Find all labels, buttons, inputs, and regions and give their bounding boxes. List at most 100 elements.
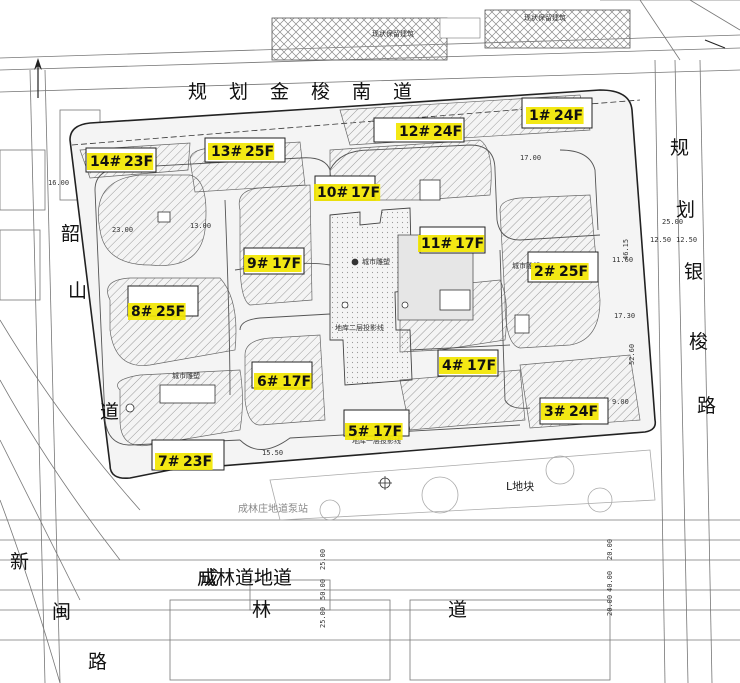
road-char: 道 (100, 401, 119, 423)
building-label-bg (244, 255, 302, 272)
plan-notes: 现状保留建筑 现状保留建筑 地库二层投影线 地库一层投影线 城市雕塑 城市雕塑 … (172, 13, 566, 445)
dim-13: 11.60 (612, 256, 633, 264)
road-labels: 规划金梭南道 成林道地道 (188, 81, 434, 589)
central-plaza (329, 207, 413, 386)
building-label-bg (439, 357, 497, 374)
building-label-13: 13#25F (208, 143, 275, 160)
building-number: 11# (421, 236, 452, 252)
road-char: 山 (68, 280, 87, 302)
building-number: 1# (529, 108, 550, 124)
building-number: 5# (348, 424, 369, 440)
building-label-10: 10#17F (314, 184, 381, 201)
building-floors: 25F (559, 264, 588, 280)
existing-building-2 (484, 9, 631, 49)
road-char: 韶 (61, 223, 80, 245)
existing-building-1 (271, 17, 448, 61)
road-char: 路 (88, 651, 107, 673)
note-garage-b2: 地库二层投影线 (335, 323, 384, 332)
building-floors: 17F (373, 424, 402, 440)
building-label-14: 14#23F (87, 153, 154, 170)
building-label-bg (531, 263, 589, 280)
building-number: 3# (544, 404, 565, 420)
road-char: 闽 (52, 601, 71, 623)
building-number: 13# (211, 144, 242, 160)
building-number: 8# (131, 304, 152, 320)
road-char: 新 (10, 551, 29, 573)
building-number: 7# (158, 454, 179, 470)
note-city-sculpture-2: 城市雕塑 (172, 371, 200, 380)
building-floors: 17F (467, 358, 496, 374)
dim-18: 17.00 (520, 154, 541, 162)
road-southwest-label: 新闽路 (10, 551, 107, 673)
building-floors: 24F (433, 124, 462, 140)
building-label-12: 12#24F (396, 123, 463, 140)
building-floors: 17F (272, 256, 301, 272)
building-number: 4# (442, 358, 463, 374)
building-label-bg (87, 153, 154, 170)
note-garage-b1: 地库一层投影线 (352, 436, 401, 445)
dim-14: 16.00 (48, 179, 69, 187)
building-floors: 25F (156, 304, 185, 320)
road-char: 梭 (689, 331, 708, 353)
dim-12: 52.60 (628, 344, 636, 365)
building-floors: 23F (183, 454, 212, 470)
building-floors: 25F (245, 144, 274, 160)
dim-6: 20.00 (606, 595, 614, 616)
note-city-sculpture: 城市雕塑 (362, 257, 390, 266)
building-floors: 17F (282, 374, 311, 390)
building-number: 9# (247, 256, 268, 272)
dim-9: 25.00 (662, 218, 683, 226)
building-label-bg (526, 107, 584, 124)
station-label: 成林庄地道泵站 (238, 502, 308, 515)
dim-8: 12.50 (676, 236, 697, 244)
building-label-bg (208, 143, 275, 160)
building-number: 2# (534, 264, 555, 280)
building-label-3: 3#24F (541, 403, 599, 420)
dim-15: 23.00 (112, 226, 133, 234)
building-number: 10# (317, 185, 348, 201)
building-floors: 17F (351, 185, 380, 201)
dim-1: 25.00 (319, 549, 327, 570)
dim-3: 25.00 (319, 607, 327, 628)
building-label-bg (314, 184, 381, 201)
building-label-5: 5#17F (345, 423, 403, 440)
building-label-4: 4#17F (439, 357, 497, 374)
road-char: 划 (676, 199, 695, 221)
building-label-11: 11#17F (418, 235, 485, 252)
landscape-zones (79, 94, 641, 447)
note-city-sculpture-3: 城市雕塑 (512, 261, 540, 270)
dim-10: 46.15 (622, 239, 630, 260)
road-north-label: 规划金梭南道 (188, 81, 434, 103)
road-west-label: 韶山道 (61, 223, 119, 423)
dim-7: 12.50 (650, 236, 671, 244)
internal-roads (94, 144, 601, 450)
road-subway-label: 成林道地道 (197, 567, 292, 589)
dim-4: 20.00 (606, 539, 614, 560)
building-label-bg (541, 403, 599, 420)
road-char: 成 (200, 567, 219, 589)
building-floors: 17F (455, 236, 484, 252)
building-label-2: 2#25F (531, 263, 589, 280)
note-keep-building-1: 现状保留建筑 (372, 29, 414, 38)
road-char: 路 (697, 395, 716, 417)
building-label-bg (418, 235, 485, 252)
road-char: 银 (684, 261, 703, 283)
road-char: 规 (670, 137, 689, 159)
building-number: 12# (399, 124, 430, 140)
road-char: 道 (448, 599, 467, 621)
plot-l-label: L地块 (506, 480, 534, 493)
road-south-label: 成林道 (200, 567, 467, 621)
dim-11: 17.30 (614, 312, 635, 320)
building-floors: 24F (569, 404, 598, 420)
dim-19: 9.00 (612, 398, 629, 406)
note-keep-building-2: 现状保留建筑 (524, 13, 566, 22)
building-label-bg (128, 303, 186, 320)
building-label-1: 1#24F (526, 107, 584, 124)
building-floors: 23F (124, 154, 153, 170)
building-label-bg (396, 123, 463, 140)
building-label-7: 7#23F (155, 453, 213, 470)
